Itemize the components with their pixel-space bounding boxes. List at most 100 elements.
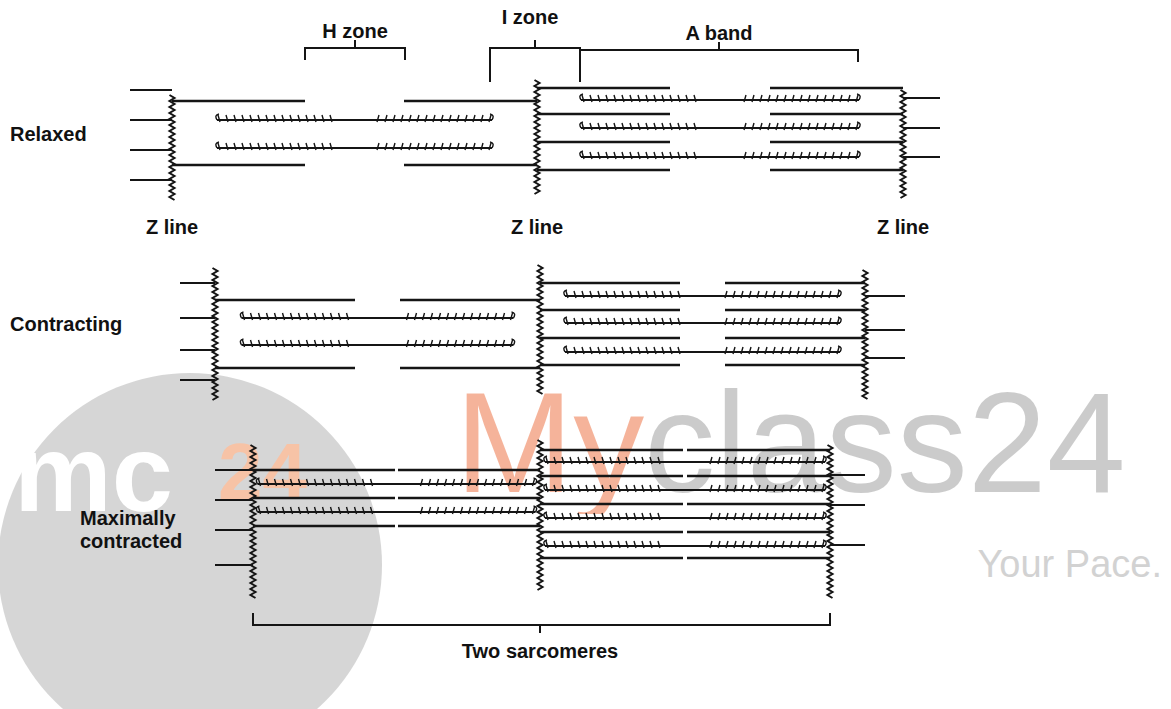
i-zone-bracket <box>490 40 580 82</box>
z-line <box>535 80 540 194</box>
h-zone-bracket <box>305 40 405 60</box>
thin-filament-stub <box>903 127 940 129</box>
thin-filament-stub <box>865 295 905 297</box>
watermark-tagline: Your Pace. <box>977 545 1162 583</box>
thick-filament <box>217 147 492 149</box>
thin-filament-stub <box>130 149 172 151</box>
zone-label: I zone <box>502 6 559 29</box>
myosin-heads <box>256 478 536 486</box>
thin-filament-stub <box>830 474 865 476</box>
z-line <box>170 95 175 200</box>
thick-filament <box>217 119 492 121</box>
thick-filament <box>565 295 840 297</box>
thin-filament-stub <box>903 156 940 158</box>
thin-filament-stub <box>215 469 253 471</box>
thin-filament-stub <box>130 179 172 181</box>
myosin-heads <box>580 151 860 159</box>
band-label: A band <box>685 22 752 45</box>
myosin-heads <box>564 346 841 354</box>
z-line <box>901 90 906 198</box>
thin-filament <box>540 337 680 340</box>
thin-filament-stub <box>180 379 215 381</box>
thin-filament <box>400 367 540 370</box>
thin-filament <box>172 100 305 103</box>
thin-filament <box>398 497 540 500</box>
thin-filament-stub <box>903 97 940 99</box>
thin-filament <box>540 309 680 312</box>
state-label: Contracting <box>10 313 122 336</box>
thin-filament <box>725 309 865 312</box>
thin-filament-stub <box>130 119 172 121</box>
a-band-bracket <box>580 42 858 62</box>
thin-filament <box>172 164 305 167</box>
myosin-heads <box>544 456 826 464</box>
thin-filament-stub <box>180 317 215 319</box>
z-line <box>828 445 833 598</box>
thin-filament <box>540 557 683 560</box>
myosin-heads <box>240 312 514 320</box>
thin-filament <box>400 299 540 302</box>
thin-filament <box>215 367 355 370</box>
myosin-heads <box>544 540 826 548</box>
myosin-heads <box>544 512 826 520</box>
thin-filament <box>537 87 670 90</box>
myosin-heads <box>256 506 536 514</box>
thin-filament <box>770 113 903 116</box>
thin-filament <box>540 503 683 506</box>
myosin-heads <box>544 484 826 492</box>
myosin-heads <box>564 317 841 325</box>
thin-filament <box>770 141 903 144</box>
state-label: Relaxed <box>10 123 87 146</box>
myosin-heads <box>564 290 841 298</box>
thin-filament <box>687 557 830 560</box>
two-sarcomeres-bracket <box>253 613 830 633</box>
thin-filament <box>725 337 865 340</box>
thin-filament-stub <box>215 564 253 566</box>
thin-filament-stub <box>180 349 215 351</box>
thin-filament-stub <box>830 504 865 506</box>
myosin-heads <box>240 339 514 347</box>
thin-filament <box>404 100 537 103</box>
z-line <box>251 445 256 598</box>
thin-filament <box>540 364 680 367</box>
myosin-heads <box>216 142 493 150</box>
myosin-heads <box>216 114 493 122</box>
myosin-heads <box>580 94 860 102</box>
myosin-heads <box>580 122 860 130</box>
thin-filament <box>253 469 395 472</box>
thin-filament <box>253 525 395 528</box>
thin-filament <box>253 497 395 500</box>
thin-filament-stub <box>865 329 905 331</box>
state-label: Maximally contracted <box>80 507 198 553</box>
watermark-text: Myclass24 <box>455 372 1126 514</box>
z-line-label: Z line <box>511 216 563 239</box>
thin-filament <box>687 449 830 452</box>
thin-filament <box>725 282 865 285</box>
thin-filament <box>540 449 683 452</box>
z-line <box>213 268 218 400</box>
thin-filament-stub <box>215 529 253 531</box>
thin-filament <box>398 525 540 528</box>
watermark-circle <box>0 373 382 709</box>
thin-filament <box>537 169 670 172</box>
thin-filament <box>398 469 540 472</box>
thin-filament-stub <box>215 499 253 501</box>
thin-filament <box>540 282 680 285</box>
thin-filament-stub <box>130 89 172 91</box>
thick-filament <box>242 317 514 319</box>
z-line <box>538 440 543 590</box>
thick-filament <box>565 322 840 324</box>
thin-filament <box>540 475 683 478</box>
thin-filament-stub <box>865 357 905 359</box>
thin-filament-stub <box>830 544 865 546</box>
z-line-label: Z line <box>877 216 929 239</box>
thin-filament <box>687 475 830 478</box>
thin-filament <box>537 141 670 144</box>
thin-filament <box>687 503 830 506</box>
thin-filament <box>537 113 670 116</box>
